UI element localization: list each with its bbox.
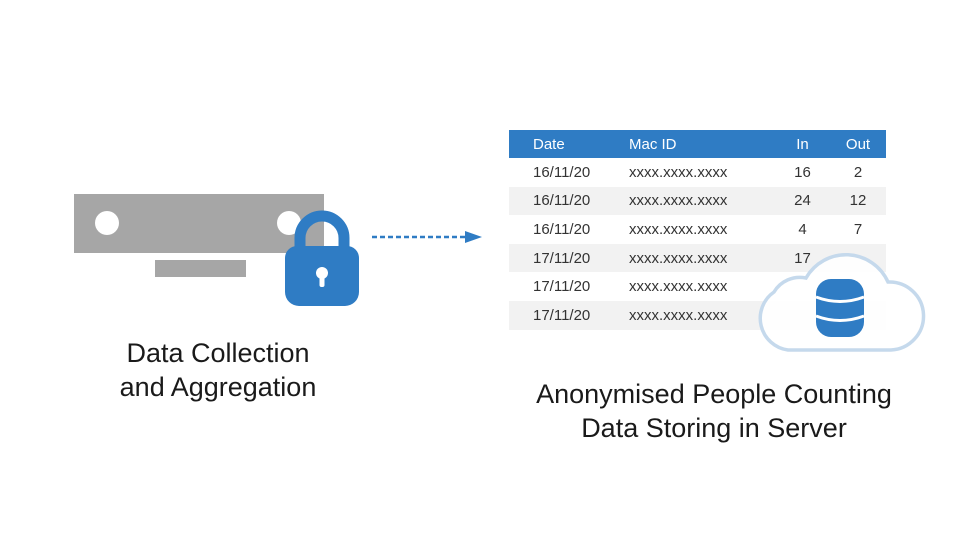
cell-date: 17/11/20: [509, 300, 629, 330]
caption-line: and Aggregation: [119, 372, 317, 402]
database-icon: [815, 279, 865, 337]
table-row: 16/11/20 xxxx.xxxx.xxxx 16 2: [509, 158, 886, 187]
cell-out: 2: [853, 163, 863, 181]
cell-in: 16: [794, 163, 811, 181]
cell-out: 7: [853, 220, 863, 238]
table-header-row: Date Mac ID In Out: [509, 130, 886, 158]
column-header-mac-id: Mac ID: [629, 130, 775, 158]
cell-in: 4: [798, 220, 807, 238]
table-row: 17/11/20 xxxx.xxxx.xxxx: [509, 272, 886, 301]
cell-mac-id: xxxx.xxxx.xxxx: [629, 186, 775, 216]
caption-line: Anonymised People Counting: [536, 379, 892, 409]
table-row: 16/11/20 xxxx.xxxx.xxxx 4 7: [509, 215, 886, 244]
cell-out: 12: [830, 186, 886, 216]
cell-mac-id: xxxx.xxxx.xxxx: [629, 278, 728, 296]
cell-date: 16/11/20: [509, 186, 629, 216]
data-collection-caption: Data Collection and Aggregation: [60, 336, 376, 404]
caption-line: Data Storing in Server: [581, 413, 847, 443]
column-header-date: Date: [509, 130, 629, 158]
cell-date: 17/11/20: [509, 243, 629, 273]
sensor-device-group: [74, 194, 359, 306]
cell-in: 24: [775, 186, 830, 216]
cell-mac-id: xxxx.xxxx.xxxx: [629, 220, 728, 238]
cell-mac-id: xxxx.xxxx.xxxx: [629, 300, 775, 330]
caption-line: Data Collection: [126, 338, 310, 368]
cell-date: 16/11/20: [533, 163, 591, 181]
dashed-arrow-right-icon: [372, 231, 482, 243]
column-header-in: In: [775, 130, 830, 158]
cell-mac-id: xxxx.xxxx.xxxx: [629, 243, 775, 273]
cell-mac-id: xxxx.xxxx.xxxx: [629, 163, 728, 181]
table-row: 16/11/20 xxxx.xxxx.xxxx 24 12: [509, 186, 886, 216]
table-row: 17/11/20 xxxx.xxxx.xxxx 17: [509, 243, 886, 273]
sensor-device-icon: [74, 194, 324, 277]
cell-date: 16/11/20: [533, 220, 591, 238]
cloud-database-icon: [758, 253, 926, 352]
server-storage-caption: Anonymised People Counting Data Storing …: [504, 377, 924, 445]
cell-date: 17/11/20: [533, 278, 591, 296]
padlock-icon: [285, 210, 359, 306]
column-header-out: Out: [830, 130, 886, 158]
